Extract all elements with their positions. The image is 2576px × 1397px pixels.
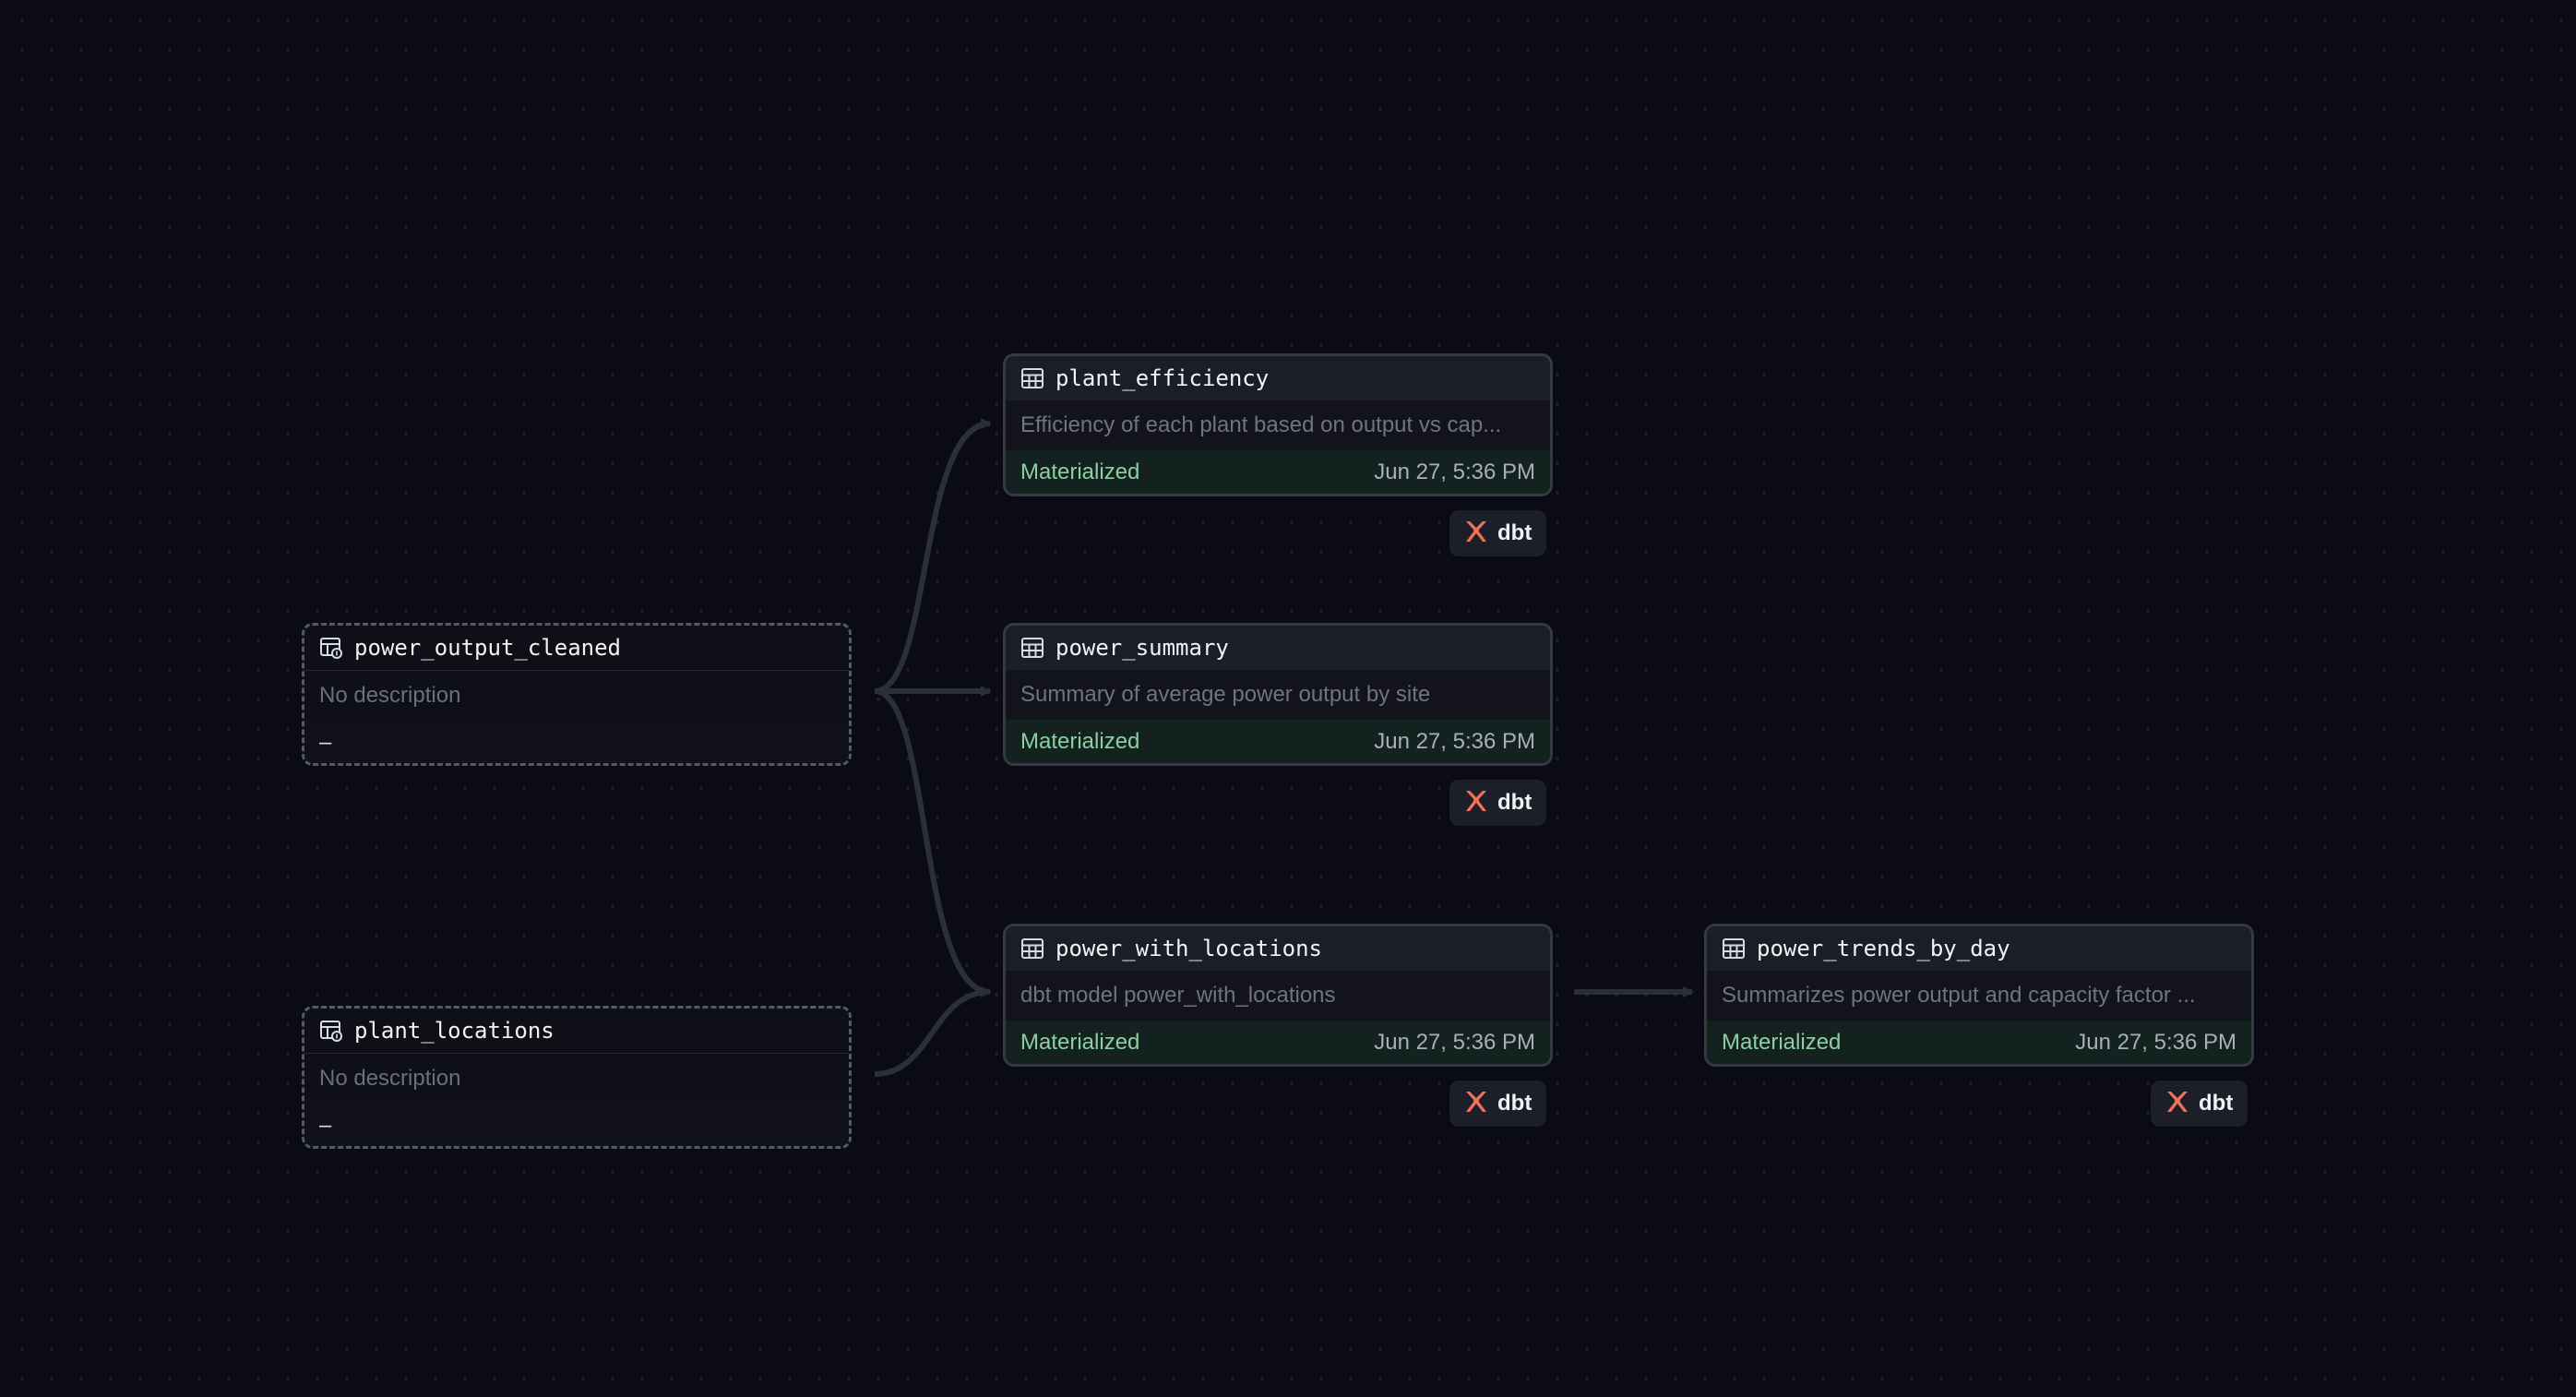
table-icon xyxy=(1722,937,1746,961)
materialized-timestamp: Jun 27, 5:36 PM xyxy=(2075,1029,2236,1055)
node-title: power_with_locations xyxy=(1055,936,1322,961)
materialized-timestamp: Jun 27, 5:36 PM xyxy=(1374,728,1535,754)
materialized-status: Materialized xyxy=(1722,1029,1842,1055)
dbt-logo-icon xyxy=(2164,1088,2191,1120)
node-power-trends-by-day[interactable]: power_trends_by_day Summarizes power out… xyxy=(1704,924,2254,1067)
node-description: No description xyxy=(304,1054,849,1104)
node-power-summary[interactable]: power_summary Summary of average power o… xyxy=(1003,623,1553,766)
dbt-logo-icon xyxy=(1462,787,1490,819)
node-title: power_summary xyxy=(1055,635,1229,661)
dbt-tag[interactable]: dbt xyxy=(1449,510,1547,556)
table-icon xyxy=(1020,636,1044,660)
table-icon xyxy=(1020,366,1044,390)
dbt-tag[interactable]: dbt xyxy=(2151,1081,2248,1127)
tag-label: dbt xyxy=(1497,520,1532,545)
node-title: plant_efficiency xyxy=(1055,365,1270,391)
materialized-status: Materialized xyxy=(1020,1029,1140,1055)
dbt-logo-icon xyxy=(1462,1088,1490,1120)
node-description: dbt model power_with_locations xyxy=(1006,971,1550,1021)
node-title: plant_locations xyxy=(354,1018,555,1044)
edge-power-output-cleaned-to-plant-efficiency xyxy=(874,418,992,694)
node-plant-locations[interactable]: plant_locations No description – xyxy=(302,1006,852,1149)
edge-power-output-cleaned-to-power-with-locations xyxy=(874,688,992,997)
materialized-status: Materialized xyxy=(1020,728,1140,754)
node-title: power_trends_by_day xyxy=(1757,936,2010,961)
source-table-icon xyxy=(319,636,343,660)
dbt-tag[interactable]: dbt xyxy=(1449,1081,1547,1127)
materialized-timestamp: Jun 27, 5:36 PM xyxy=(1374,459,1535,484)
dbt-logo-icon xyxy=(1462,518,1490,550)
node-title: power_output_cleaned xyxy=(354,635,621,661)
node-description: No description xyxy=(304,671,849,721)
node-power-with-locations[interactable]: power_with_locations dbt model power_wit… xyxy=(1003,924,1553,1067)
node-status-placeholder: – xyxy=(319,1112,332,1138)
node-power-output-cleaned[interactable]: power_output_cleaned No description – xyxy=(302,623,852,766)
table-icon xyxy=(1020,937,1044,961)
edge-plant-locations-to-power-with-locations xyxy=(874,986,992,1077)
source-table-icon xyxy=(319,1019,343,1043)
tag-label: dbt xyxy=(1497,790,1532,815)
node-description: Summary of average power output by site xyxy=(1006,670,1550,720)
materialized-status: Materialized xyxy=(1020,459,1140,484)
tag-label: dbt xyxy=(1497,1091,1532,1116)
tag-label: dbt xyxy=(2199,1091,2234,1116)
node-description: Efficiency of each plant based on output… xyxy=(1006,400,1550,450)
materialized-timestamp: Jun 27, 5:36 PM xyxy=(1374,1029,1535,1055)
node-description: Summarizes power output and capacity fac… xyxy=(1707,971,2251,1021)
dbt-tag[interactable]: dbt xyxy=(1449,780,1547,826)
node-plant-efficiency[interactable]: plant_efficiency Efficiency of each plan… xyxy=(1003,353,1553,496)
node-status-placeholder: – xyxy=(319,729,332,755)
